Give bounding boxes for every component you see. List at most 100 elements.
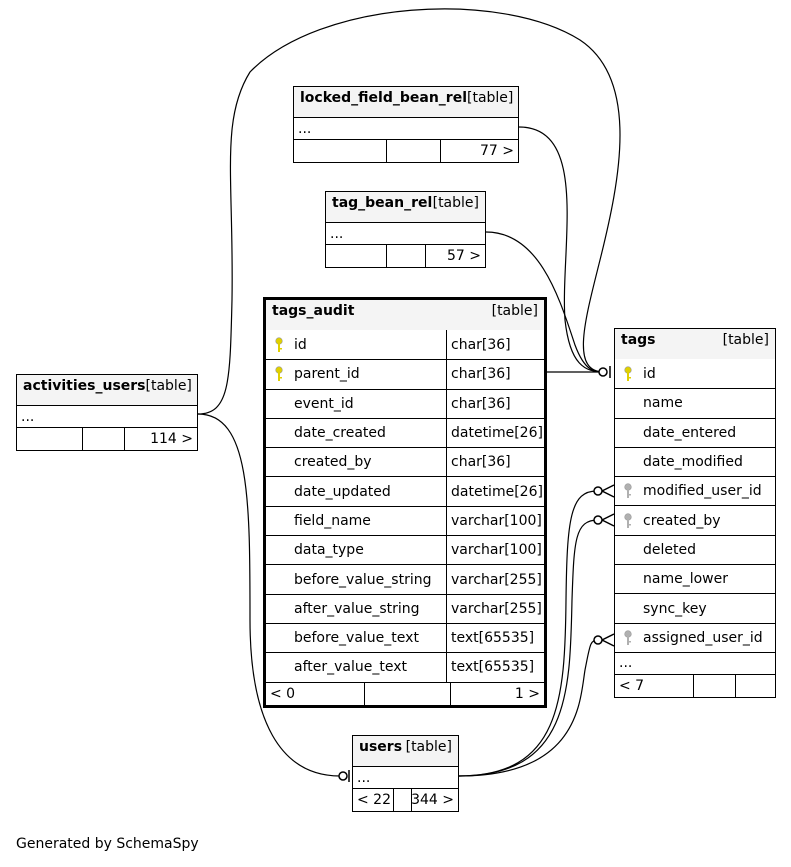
children-count[interactable]: 77 >: [440, 140, 518, 162]
zero-many-marker: [593, 486, 603, 496]
zero-many-marker: [593, 635, 603, 645]
column-name: date_created: [294, 425, 386, 442]
parents-count[interactable]: [294, 140, 386, 162]
column-name: created_by: [294, 454, 372, 471]
table-name: activities_users: [23, 378, 146, 394]
primary-key-icon: [274, 337, 288, 353]
children-count[interactable]: 344 >: [411, 789, 458, 811]
relation-users-modified: [458, 490, 599, 777]
column-name: deleted: [643, 541, 696, 558]
column-ellipsis: ...: [615, 651, 775, 674]
table-row[interactable]: assigned_user_id: [615, 622, 775, 652]
table-row[interactable]: before_value_text text[65535]: [266, 622, 544, 653]
table-row[interactable]: date_entered: [615, 417, 775, 447]
children-count[interactable]: [735, 674, 775, 697]
column-name: id: [294, 336, 307, 353]
table-row[interactable]: modified_user_id: [615, 476, 775, 505]
column-name: parent_id: [294, 366, 360, 383]
column-type: varchar[100]: [446, 506, 544, 536]
table-tag: [table]: [405, 739, 452, 755]
column-type: char[36]: [446, 448, 544, 477]
table-footer: 77 >: [294, 139, 518, 162]
column-name: after_value_text: [294, 659, 407, 676]
relation-users-created: [458, 519, 599, 777]
column-name: before_value_string: [294, 571, 432, 588]
parents-count[interactable]: < 22: [357, 792, 391, 808]
zero-one-marker: [338, 771, 348, 781]
table-name: tags_audit: [272, 303, 355, 319]
table-row[interactable]: parent_id char[36]: [266, 359, 544, 389]
table-activities-users[interactable]: activities_users[table] ... 114 >: [16, 374, 198, 451]
table-row[interactable]: id: [615, 359, 775, 388]
table-footer: 57 >: [326, 244, 485, 267]
zero-many-marker: [593, 515, 603, 525]
table-row[interactable]: created_by: [615, 505, 775, 534]
table-row[interactable]: before_value_string varchar[255]: [266, 564, 544, 594]
children-count[interactable]: 1 >: [450, 682, 544, 705]
table-users[interactable]: users[table] ... < 22 344 >: [352, 735, 459, 812]
parents-count[interactable]: < 7: [619, 677, 645, 694]
column-name: after_value_string: [294, 600, 420, 617]
column-name: assigned_user_id: [643, 629, 763, 646]
foreign-key-icon: [623, 483, 637, 499]
parents-count[interactable]: < 0: [270, 685, 296, 702]
table-row[interactable]: created_by char[36]: [266, 447, 544, 477]
table-tag: [table]: [467, 90, 514, 106]
table-row[interactable]: name_lower: [615, 564, 775, 593]
column-name: name_lower: [643, 571, 728, 588]
children-count[interactable]: 57 >: [425, 245, 485, 267]
column-type: varchar[255]: [446, 594, 544, 623]
parents-count[interactable]: [326, 245, 386, 267]
table-row[interactable]: date_modified: [615, 446, 775, 476]
table-footer: 114 >: [17, 427, 197, 450]
table-name: users: [359, 739, 403, 755]
column-type: varchar[100]: [446, 536, 544, 565]
column-ellipsis: ...: [326, 222, 485, 244]
table-name: tags: [621, 332, 656, 348]
table-row[interactable]: deleted: [615, 534, 775, 564]
foreign-key-icon: [623, 630, 637, 646]
table-row[interactable]: sync_key: [615, 593, 775, 622]
table-footer: < 0 1 >: [266, 681, 544, 705]
column-name: modified_user_id: [643, 483, 762, 500]
relation-locked-field-tags: [518, 126, 605, 373]
column-type: text[65535]: [446, 623, 544, 653]
relation-users-assigned: [458, 639, 599, 777]
table-tag-bean-rel[interactable]: tag_bean_rel[table] ... 57 >: [325, 191, 486, 268]
relation-activities-users-users: [197, 413, 341, 777]
table-row[interactable]: after_value_string varchar[255]: [266, 593, 544, 623]
table-name: tag_bean_rel: [332, 195, 433, 211]
primary-key-icon: [274, 366, 288, 382]
column-name: event_id: [294, 395, 354, 412]
table-row[interactable]: id char[36]: [266, 330, 544, 360]
column-name: data_type: [294, 542, 364, 559]
relation-activities-users-tags: [197, 8, 621, 415]
column-name: date_modified: [643, 454, 743, 471]
zero-one-marker: [598, 367, 608, 377]
column-type: text[65535]: [446, 653, 544, 682]
column-name: name: [643, 395, 683, 412]
table-footer: < 22 344 >: [353, 788, 458, 811]
table-row[interactable]: data_type varchar[100]: [266, 535, 544, 565]
column-name: date_updated: [294, 483, 391, 500]
column-type: varchar[255]: [446, 565, 544, 594]
table-tags[interactable]: tags [table] id name date_entered date_modif…: [614, 328, 776, 698]
table-tag: [table]: [722, 332, 769, 348]
column-name: before_value_text: [294, 630, 419, 647]
table-row[interactable]: name: [615, 388, 775, 417]
table-locked-field-bean-rel[interactable]: locked_field_bean_rel[table] ... 77 >: [293, 86, 519, 163]
children-count[interactable]: 114 >: [124, 428, 197, 450]
parents-count[interactable]: [17, 428, 82, 450]
table-footer: < 7: [615, 673, 775, 697]
column-type: char[36]: [446, 360, 544, 389]
foreign-key-icon: [623, 513, 637, 529]
table-row[interactable]: after_value_text text[65535]: [266, 652, 544, 682]
column-ellipsis: ...: [294, 117, 518, 139]
column-type: char[36]: [446, 330, 544, 360]
